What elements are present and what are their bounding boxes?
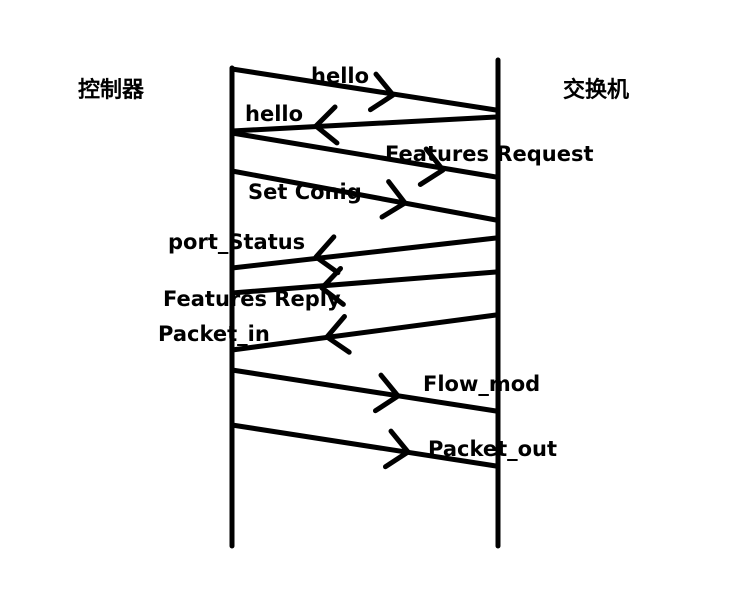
message-3: Features Request [229,130,593,187]
message-label: Features Request [385,142,593,166]
arrowhead-left-icon [319,265,346,307]
message-8: Flow_mod [229,367,540,414]
message-arrow-line [229,367,499,414]
arrowhead-left-icon [324,314,352,355]
message-label: port_Status [168,230,305,254]
message-arrow-line [229,312,499,353]
message-arrow-line [229,66,499,113]
arrowhead-right-icon [382,428,411,470]
message-label: Flow_mod [423,372,540,396]
message-arrow-line [229,269,499,296]
participant-label-controller: 控制器 [78,77,145,103]
message-4: Set Conig [229,168,499,223]
message-label: hello [245,102,303,126]
message-label: Set Conig [248,180,362,204]
message-label: hello [311,64,369,88]
message-arrow-line [229,114,499,134]
arrowhead-right-icon [379,179,408,220]
arrowhead-right-icon [417,146,446,187]
message-label: Packet_in [158,322,270,346]
arrowhead-left-icon [313,234,341,276]
message-arrow-line [229,168,499,223]
message-6: Features Reply [163,265,499,311]
message-label: Packet_out [428,437,557,461]
arrowhead-right-icon [372,372,401,414]
message-arrow-line [229,235,499,271]
message-arrow-line [229,422,499,469]
message-7: Packet_in [158,312,499,355]
arrowhead-left-icon [313,104,340,146]
message-label: Features Reply [163,287,341,311]
message-1: hello [229,64,499,113]
participant-label-switch: 交换机 [563,77,629,103]
message-arrow-line [229,130,499,180]
arrowhead-right-icon [367,71,396,113]
message-9: Packet_out [229,422,557,470]
message-2: hello [229,102,499,146]
message-5: port_Status [168,230,499,276]
